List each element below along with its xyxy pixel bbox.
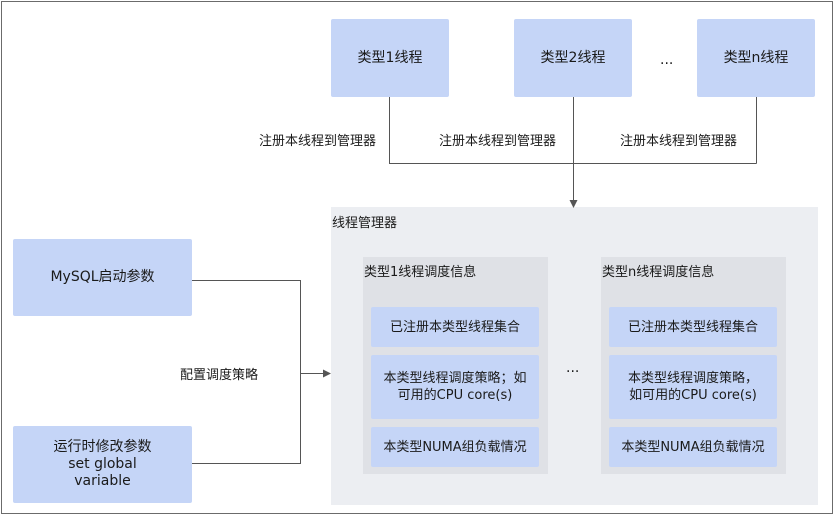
group-1-title: 类型1线程调度信息: [364, 265, 477, 280]
group-n-item-2-label: 本类型线程调度策略， 如可用的CPU core(s): [627, 371, 758, 403]
group-n-item-1-label: 已注册本类型线程集合: [627, 319, 758, 335]
groups-ellipsis: ...: [566, 360, 580, 376]
group-1-item-2-label: 本类型线程调度策略；如 可用的CPU core(s): [383, 371, 527, 403]
thread-type-2-label: 类型2线程: [540, 49, 606, 66]
group-n-item-3-label: 本类型NUMA组负载情况: [621, 439, 765, 455]
startup-params-label: MySQL启动参数: [50, 269, 155, 285]
runtime-params-box: 运行时修改参数 set global variable: [13, 426, 192, 503]
group-n-title: 类型n线程调度信息: [602, 265, 715, 280]
group-1-item-2: 本类型线程调度策略；如 可用的CPU core(s): [371, 355, 539, 419]
group-n-item-3: 本类型NUMA组负载情况: [609, 427, 777, 467]
thread-type-2-box: 类型2线程: [514, 19, 632, 97]
thread-type-1-box: 类型1线程: [331, 19, 449, 97]
config-strategy-label: 配置调度策略: [180, 368, 259, 383]
register-label-n: 注册本线程到管理器: [620, 134, 738, 149]
runtime-params-label: 运行时修改参数 set global variable: [53, 439, 152, 489]
group-1-item-3: 本类型NUMA组负载情况: [371, 427, 539, 467]
group-1-item-1-label: 已注册本类型线程集合: [389, 319, 520, 335]
group-1-item-3-label: 本类型NUMA组负载情况: [383, 439, 527, 455]
connector-startup: [192, 280, 301, 374]
connector-runtime: [192, 373, 301, 464]
startup-params-box: MySQL启动参数: [13, 239, 192, 316]
register-label-1: 注册本线程到管理器: [259, 134, 377, 149]
connector-type-1: [389, 97, 757, 164]
register-label-2: 注册本线程到管理器: [439, 134, 557, 149]
group-1-item-1: 已注册本类型线程集合: [371, 307, 539, 347]
group-n-item-2: 本类型线程调度策略， 如可用的CPU core(s): [609, 355, 777, 419]
thread-type-1-label: 类型1线程: [357, 49, 423, 66]
thread-manager-title: 线程管理器: [332, 216, 398, 231]
thread-types-ellipsis: ...: [660, 52, 674, 68]
thread-type-n-box: 类型n线程: [697, 19, 815, 97]
thread-type-n-label: 类型n线程: [723, 49, 789, 66]
group-n-item-1: 已注册本类型线程集合: [609, 307, 777, 347]
